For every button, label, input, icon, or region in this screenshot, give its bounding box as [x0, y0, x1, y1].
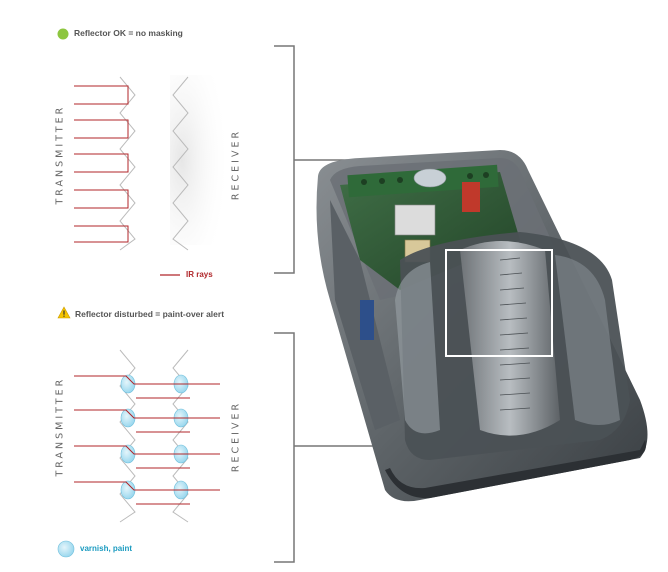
- top-diagram: [74, 75, 230, 276]
- varnish-legend-text: varnish, paint: [80, 544, 133, 553]
- bracket-top: [274, 45, 295, 274]
- warning-triangle-icon: [57, 306, 71, 319]
- motion-detector-device: [316, 150, 648, 502]
- bottom-diagram: [57, 349, 220, 558]
- status-ok-icon: [57, 28, 69, 40]
- ir-rays-top: [74, 85, 129, 243]
- receiver-shade-top: [170, 75, 230, 245]
- transmitter-label-top: TRANSMITTER: [54, 104, 66, 205]
- status-ok-text: Reflector OK = no masking: [74, 28, 183, 38]
- receiver-label-top: RECEIVER: [230, 128, 242, 201]
- receiver-zigzag-top: [172, 76, 189, 251]
- transmitter-zigzag-top: [119, 76, 136, 251]
- varnish-legend-icon: [57, 540, 75, 558]
- ir-rays-legend-text: IR rays: [186, 270, 213, 279]
- status-warning-text: Reflector disturbed = paint-over alert: [75, 309, 225, 319]
- bracket-bottom: [274, 332, 295, 563]
- transmitter-label-bottom: TRANSMITTER: [54, 376, 66, 477]
- ir-rays-bottom: [74, 375, 220, 505]
- varnish-drops-transmitter: [120, 374, 136, 500]
- receiver-label-bottom: RECEIVER: [230, 400, 242, 473]
